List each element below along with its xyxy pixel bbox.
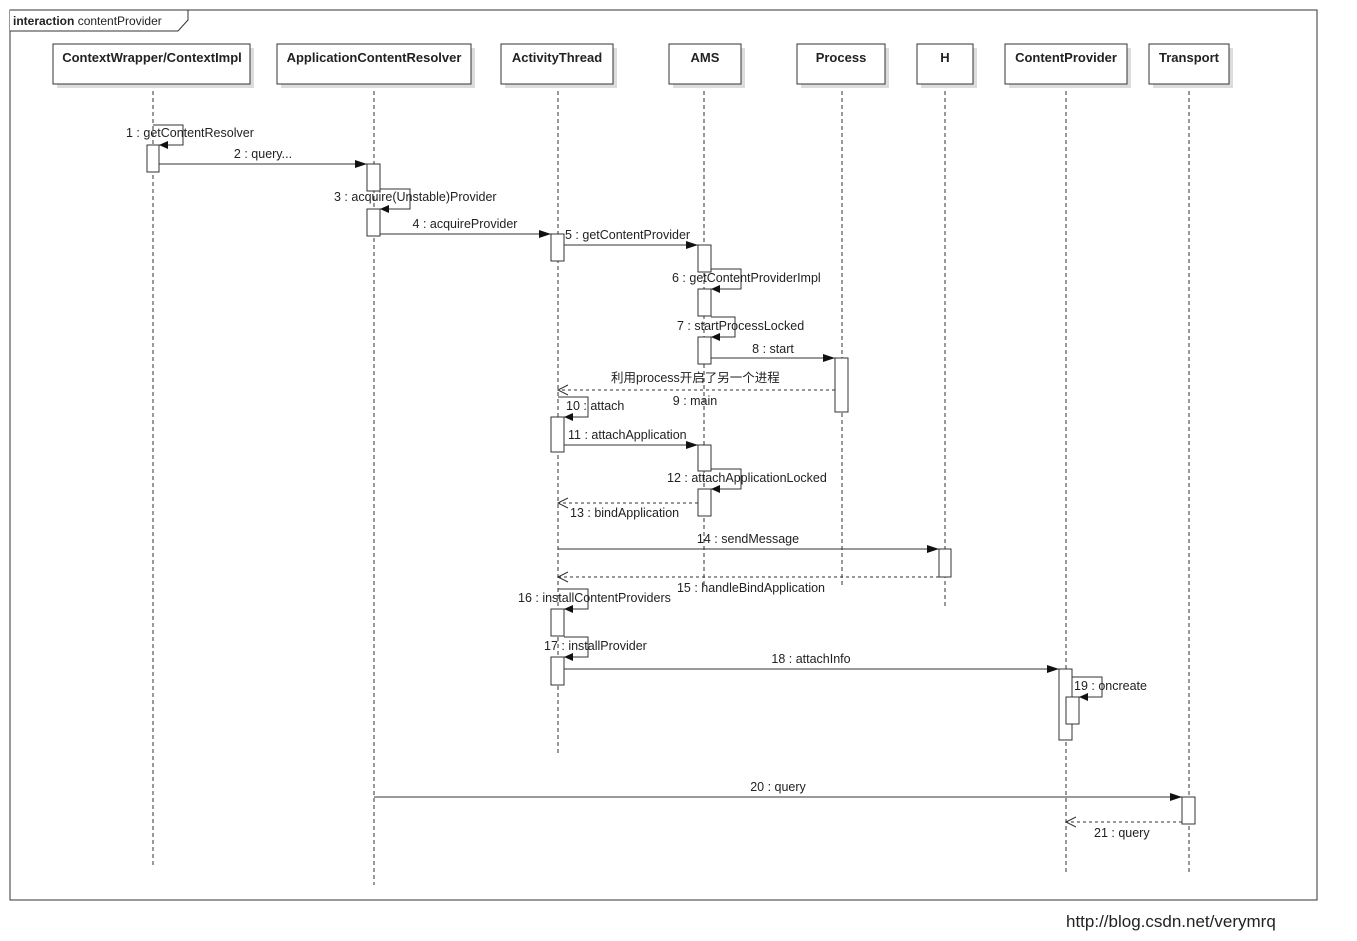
message-label: 3 : acquire(Unstable)Provider — [334, 190, 497, 204]
message-6: 6 : getContentProviderImpl — [672, 268, 821, 293]
activation-bar — [550, 416, 565, 453]
message-21: 21 : query — [1064, 816, 1182, 840]
message-label: 6 : getContentProviderImpl — [672, 271, 821, 285]
lifeline-application-content-resolver: ApplicationContentResolver — [276, 43, 475, 885]
process-note: 利用process开启了另一个进程 — [611, 370, 780, 385]
lifeline-ams: AMS — [668, 43, 745, 585]
message-label: 13 : bindApplication — [570, 506, 679, 520]
activation-bar — [550, 608, 565, 637]
lifeline-h: H — [916, 43, 977, 606]
activation-bar — [697, 244, 712, 273]
activation-bar — [550, 233, 565, 262]
frame-keyword: interaction — [13, 14, 74, 28]
activation-bar — [697, 336, 712, 365]
lifeline-label: AMS — [691, 50, 720, 65]
message-20: 20 : query — [374, 780, 1182, 801]
lifeline-transport: Transport — [1148, 43, 1233, 875]
message-label: 18 : attachInfo — [771, 652, 850, 666]
message-16: 16 : installContentProviders — [518, 588, 671, 613]
message-13: 13 : bindApplication — [556, 497, 698, 520]
lifeline-label: ApplicationContentResolver — [287, 50, 462, 65]
frame-name: contentProvider — [78, 14, 162, 28]
activation-bar — [366, 208, 381, 237]
message-label: 14 : sendMessage — [697, 532, 799, 546]
message-label: 20 : query — [750, 780, 806, 794]
message-19: 19 : oncreate — [1072, 676, 1147, 701]
frame-title: interaction contentProvider — [13, 14, 162, 28]
lifeline-label: H — [940, 50, 949, 65]
message-label: 10 : attach — [566, 399, 624, 413]
message-14: 14 : sendMessage — [558, 532, 939, 553]
message-label: 21 : query — [1094, 826, 1150, 840]
message-3: 3 : acquire(Unstable)Provider — [334, 188, 497, 213]
message-label: 17 : installProvider — [544, 639, 647, 653]
message-12: 12 : attachApplicationLocked — [667, 468, 827, 493]
lifeline-label: ContentProvider — [1015, 50, 1117, 65]
message-label: 12 : attachApplicationLocked — [667, 471, 827, 485]
message-4: 4 : acquireProvider — [380, 217, 551, 238]
activation-bar — [697, 444, 712, 472]
lifeline-process: Process — [796, 43, 889, 585]
message-label: 16 : installContentProviders — [518, 591, 671, 605]
message-8: 8 : start — [711, 342, 835, 362]
message-10: 10 : attach — [558, 396, 624, 421]
lifeline-label: ActivityThread — [512, 50, 602, 65]
message-label: 2 : query... — [234, 147, 292, 161]
message-5: 5 : getContentProvider — [564, 228, 698, 249]
lifeline-activity-thread: ActivityThread — [500, 43, 617, 755]
activation-bar — [1065, 696, 1080, 725]
message-9: 9 : main — [556, 384, 835, 408]
activation-bar — [1181, 796, 1196, 825]
message-label: 5 : getContentProvider — [565, 228, 690, 242]
message-label: 9 : main — [673, 394, 718, 408]
lifeline-content-provider: ContentProvider — [1004, 43, 1131, 875]
lifeline-label: ContextWrapper/ContextImpl — [62, 50, 242, 65]
activation-bar — [550, 656, 565, 686]
message-11: 11 : attachApplication — [564, 428, 698, 449]
message-7: 7 : startProcessLocked — [677, 316, 804, 341]
interaction-frame: interaction contentProvider — [9, 9, 1318, 901]
activation-bar — [366, 163, 381, 192]
activation-bar — [834, 357, 849, 413]
message-label: 7 : startProcessLocked — [677, 319, 804, 333]
message-label: 19 : oncreate — [1074, 679, 1147, 693]
message-label: 1 : getContentResolver — [126, 126, 254, 140]
message-17: 17 : installProvider — [544, 636, 647, 661]
activation-bar — [146, 144, 160, 173]
message-18: 18 : attachInfo — [564, 652, 1059, 673]
message-1: 1 : getContentResolver — [126, 124, 254, 149]
watermark: http://blog.csdn.net/verymrq — [1066, 912, 1276, 931]
lifeline-label: Transport — [1159, 50, 1220, 65]
lifeline-label: Process — [816, 50, 867, 65]
message-2: 2 : query... — [159, 147, 367, 168]
message-15: 15 : handleBindApplication — [556, 571, 939, 595]
message-label: 4 : acquireProvider — [413, 217, 518, 231]
activation-bar — [697, 488, 712, 517]
message-label: 11 : attachApplication — [568, 428, 687, 442]
activation-bar — [938, 548, 952, 578]
activation-bar — [697, 288, 712, 317]
lifeline-context-wrapper: ContextWrapper/ContextImpl — [52, 43, 254, 868]
activations — [146, 144, 1196, 825]
message-label: 8 : start — [752, 342, 794, 356]
message-label: 15 : handleBindApplication — [677, 581, 825, 595]
